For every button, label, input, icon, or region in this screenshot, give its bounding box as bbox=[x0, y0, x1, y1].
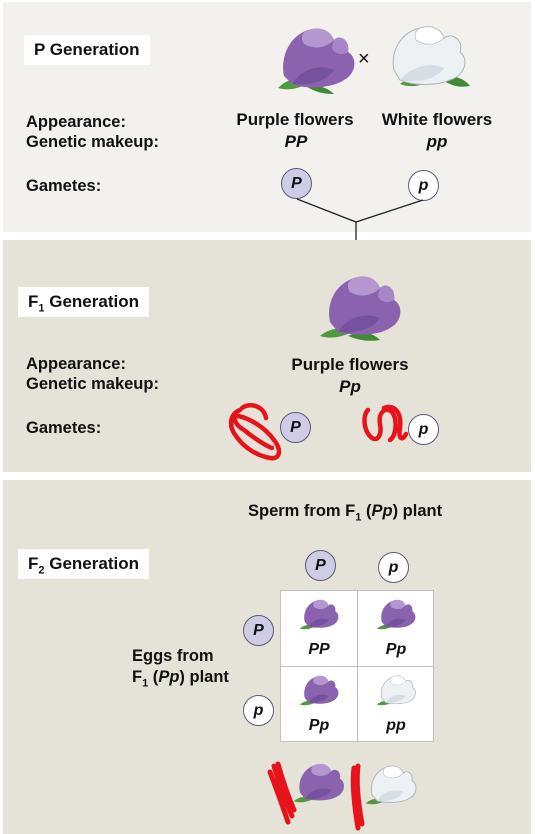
p-generation-title: P Generation bbox=[24, 35, 150, 65]
p-right-genotype: pp bbox=[426, 132, 448, 151]
f2-generation-panel bbox=[3, 480, 531, 834]
f1-appearance: Purple flowers bbox=[291, 355, 409, 374]
white-flower-icon bbox=[392, 26, 470, 87]
punnett-cell: Pp bbox=[358, 591, 434, 666]
f2-title-sub: 2 bbox=[38, 564, 45, 577]
purple-flower-icon bbox=[299, 675, 339, 706]
sperm-allele-recessive: p bbox=[378, 552, 409, 583]
cross-symbol: × bbox=[358, 48, 370, 70]
sperm-header: Sperm from F1 (Pp) plant bbox=[248, 502, 442, 523]
punnett-genotype: Pp bbox=[385, 641, 407, 658]
punnett-genotype: Pp bbox=[308, 717, 330, 734]
eggs-line-2-geno: Pp bbox=[158, 668, 180, 686]
punnett-cell: Pp bbox=[281, 667, 357, 742]
p-genetic-label: Genetic makeup: bbox=[26, 133, 159, 151]
f1-appearance-label: Appearance: bbox=[26, 355, 126, 373]
punnett-cell: pp bbox=[358, 667, 434, 742]
punnett-genotype: pp bbox=[386, 717, 406, 734]
f1-gametes-label: Gametes: bbox=[26, 419, 102, 437]
p-left-genotype: PP bbox=[284, 132, 308, 151]
grid-divider bbox=[281, 666, 433, 667]
purple-flower-icon bbox=[293, 764, 345, 803]
egg-allele-dominant: P bbox=[243, 615, 274, 646]
sperm-allele-dominant: P bbox=[305, 550, 336, 581]
eggs-line-2-c: ) plant bbox=[179, 668, 229, 686]
white-flower-icon bbox=[376, 675, 416, 706]
f1-title-rest: Generation bbox=[44, 292, 139, 311]
p-gamete-dominant: P bbox=[281, 168, 312, 199]
f2-title-f: F bbox=[28, 554, 39, 573]
f1-gamete-recessive: p bbox=[408, 414, 439, 445]
p-appearance-label: Appearance: bbox=[26, 113, 126, 131]
eggs-line-2: F1 (Pp) plant bbox=[132, 667, 229, 694]
eggs-line-2-b: ( bbox=[148, 668, 159, 686]
f1-title-f: F bbox=[28, 292, 39, 311]
f1-purple-flower-icon bbox=[320, 276, 401, 341]
p-gamete-recessive: p bbox=[408, 170, 439, 201]
f2-generation-title: F2 Generation bbox=[18, 549, 149, 579]
eggs-label: Eggs from F1 (Pp) plant bbox=[132, 646, 229, 694]
sperm-header-sub: 1 bbox=[355, 511, 362, 524]
f1-title-sub: 1 bbox=[38, 302, 45, 315]
purple-flower-icon bbox=[299, 599, 339, 630]
f1-genetic-label: Genetic makeup: bbox=[26, 375, 159, 393]
sperm-header-a: Sperm from F bbox=[248, 502, 356, 520]
sperm-header-geno: Pp bbox=[371, 502, 393, 520]
punnett-square: PP Pp Pp pp bbox=[280, 590, 434, 742]
p-right-appearance: White flowers bbox=[381, 110, 493, 129]
purple-flower-icon bbox=[278, 28, 355, 94]
f1-genotype: Pp bbox=[339, 377, 361, 396]
f1-generation-title: F1 Generation bbox=[18, 287, 149, 317]
purple-flower-icon bbox=[376, 599, 416, 630]
punnett-cell: PP bbox=[281, 591, 357, 666]
sperm-header-b: ( bbox=[361, 502, 372, 520]
punnett-genotype: PP bbox=[308, 641, 330, 658]
eggs-line-2-a: F bbox=[132, 668, 143, 686]
p-left-appearance: Purple flowers bbox=[236, 110, 354, 129]
eggs-line-2-sub: 1 bbox=[142, 677, 149, 690]
f2-title-rest: Generation bbox=[44, 554, 139, 573]
f1-gamete-dominant: P bbox=[280, 412, 311, 443]
white-flower-icon bbox=[365, 765, 417, 805]
sperm-header-c: ) plant bbox=[392, 502, 443, 520]
p-generation-title-text: P Generation bbox=[34, 40, 140, 59]
p-gametes-label: Gametes: bbox=[26, 177, 102, 195]
eggs-line-1: Eggs from bbox=[132, 647, 214, 665]
egg-allele-recessive: p bbox=[243, 695, 274, 726]
